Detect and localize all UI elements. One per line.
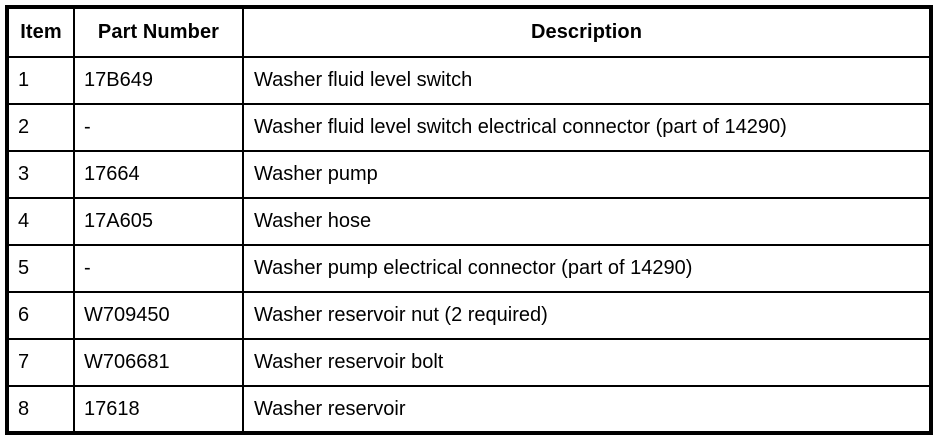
cell-part-number: W706681 xyxy=(73,338,244,387)
cell-item: 2 xyxy=(7,103,75,152)
table-row: 7 W706681 Washer reservoir bolt xyxy=(7,338,931,387)
table-row: 5 - Washer pump electrical connector (pa… xyxy=(7,244,931,293)
cell-description: Washer hose xyxy=(242,197,931,246)
cell-part-number: 17A605 xyxy=(73,197,244,246)
cell-part-number: - xyxy=(73,244,244,293)
cell-item: 5 xyxy=(7,244,75,293)
cell-part-number: 17B649 xyxy=(73,56,244,105)
table-row: 8 17618 Washer reservoir xyxy=(7,385,931,433)
cell-description: Washer reservoir bolt xyxy=(242,338,931,387)
cell-item: 3 xyxy=(7,150,75,199)
cell-description: Washer pump xyxy=(242,150,931,199)
table-row: 1 17B649 Washer fluid level switch xyxy=(7,56,931,105)
table-row: 3 17664 Washer pump xyxy=(7,150,931,199)
table-row: 4 17A605 Washer hose xyxy=(7,197,931,246)
cell-description: Washer fluid level switch electrical con… xyxy=(242,103,931,152)
cell-item: 1 xyxy=(7,56,75,105)
cell-description: Washer reservoir nut (2 required) xyxy=(242,291,931,340)
column-header-part-number: Part Number xyxy=(73,6,244,58)
cell-part-number: W709450 xyxy=(73,291,244,340)
cell-description: Washer reservoir xyxy=(242,385,931,433)
cell-part-number: - xyxy=(73,103,244,152)
cell-description: Washer fluid level switch xyxy=(242,56,931,105)
cell-item: 8 xyxy=(7,385,75,433)
table-row: 6 W709450 Washer reservoir nut (2 requir… xyxy=(7,291,931,340)
cell-description: Washer pump electrical connector (part o… xyxy=(242,244,931,293)
table-body: 1 17B649 Washer fluid level switch 2 - W… xyxy=(7,56,931,433)
cell-part-number: 17664 xyxy=(73,150,244,199)
column-header-item: Item xyxy=(7,6,75,58)
table-header: Item Part Number Description xyxy=(7,6,931,58)
cell-item: 6 xyxy=(7,291,75,340)
cell-part-number: 17618 xyxy=(73,385,244,433)
washer-system-parts-table: Item Part Number Description 1 17B649 Wa… xyxy=(5,5,933,435)
table-header-row: Item Part Number Description xyxy=(7,6,931,58)
cell-item: 7 xyxy=(7,338,75,387)
cell-item: 4 xyxy=(7,197,75,246)
column-header-description: Description xyxy=(242,6,931,58)
table-row: 2 - Washer fluid level switch electrical… xyxy=(7,103,931,152)
